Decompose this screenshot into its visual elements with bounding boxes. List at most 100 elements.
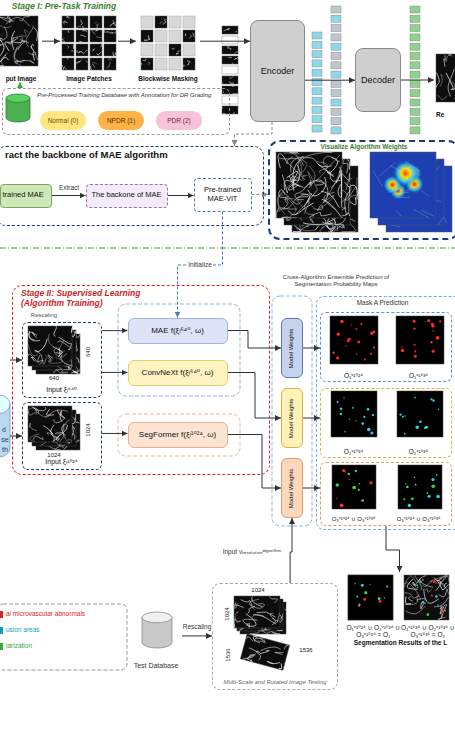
illustration-ellipse	[142, 612, 172, 623]
illustration-circle	[404, 433, 406, 435]
connector-arrow	[200, 41, 250, 42]
illustration-path	[59, 444, 65, 445]
illustration-circle	[386, 585, 388, 587]
retina-image	[141, 58, 153, 70]
illustration-circle	[406, 486, 408, 488]
illustration-path	[235, 619, 238, 628]
illustration-path	[223, 91, 224, 93]
illustration-path	[33, 407, 39, 414]
mask-image	[398, 465, 442, 509]
illustration-rect	[104, 44, 116, 56]
illustration-circle	[378, 597, 381, 600]
illustration-circle	[355, 328, 357, 330]
retina-image	[104, 58, 116, 70]
illustration-rect	[222, 96, 238, 104]
illustration-path	[92, 64, 94, 68]
illustration-path	[345, 192, 350, 215]
masked-patch	[155, 58, 167, 70]
illustration-rect	[312, 88, 322, 95]
illustration-path	[295, 176, 305, 181]
illustration-rect	[62, 16, 74, 28]
legend-swatch	[0, 611, 3, 618]
illustration-path	[185, 34, 187, 36]
masked-patch	[169, 58, 181, 70]
illustration-path	[233, 112, 234, 113]
illustration-path	[346, 173, 349, 190]
illustration-circle	[352, 407, 354, 409]
illustration-path	[408, 597, 412, 602]
retina-image	[222, 26, 238, 34]
retina-image	[90, 16, 102, 28]
illustration-circle	[437, 604, 438, 605]
illustration-path	[106, 66, 109, 69]
mask-image	[330, 316, 378, 364]
database-cylinder	[0, 395, 10, 457]
illustration-circle	[405, 483, 406, 484]
illustration-rect	[76, 44, 88, 56]
text-label: 1024	[85, 423, 92, 436]
legend-swatch	[0, 627, 3, 634]
illustration-path	[267, 659, 280, 665]
illustration-circle	[363, 598, 366, 601]
stage-divider	[0, 247, 455, 248]
legend-text: al microvascular abnormals	[6, 610, 85, 617]
illustration-ellipse	[0, 395, 10, 414]
node-text: Mask A Prediction	[357, 299, 409, 306]
illustration-path	[77, 50, 80, 53]
retina-image	[62, 44, 74, 56]
illustration-rect	[410, 90, 420, 97]
illustration-circle	[431, 594, 433, 596]
illustration-path	[247, 652, 256, 661]
illustration-circle	[352, 486, 356, 490]
illustration-path	[388, 189, 399, 193]
connector-arrow	[102, 330, 128, 331]
illustration-path	[0, 64, 4, 66]
illustration-path	[403, 166, 411, 173]
illustration-rect	[410, 108, 420, 115]
illustration-path	[36, 339, 47, 352]
illustration-circle	[356, 596, 358, 598]
illustration-rect	[183, 58, 195, 70]
illustration-path	[379, 163, 395, 176]
illustration-path	[63, 38, 65, 40]
illustration-path	[288, 203, 313, 215]
illustration-path	[53, 347, 62, 353]
illustration-circle	[431, 323, 434, 326]
illustration-rect	[398, 465, 442, 509]
illustration-path	[454, 92, 455, 99]
illustration-path	[260, 649, 269, 656]
illustration-circle	[399, 414, 401, 416]
node-text: Segmentation Results of the L	[346, 639, 455, 646]
mask-image	[331, 391, 377, 437]
token-column	[312, 32, 322, 132]
illustration-circle	[406, 485, 409, 488]
illustration-path	[93, 49, 95, 52]
illustration-path	[235, 612, 238, 616]
masked-patch	[169, 30, 181, 42]
illustration-rect	[396, 316, 444, 364]
node-text: PDR (2)	[167, 117, 190, 124]
text-label: 1024	[224, 607, 231, 620]
illustration-circle	[364, 359, 366, 361]
node-text: Blockwise Masking	[138, 75, 198, 82]
illustration-path	[449, 55, 452, 57]
illustration-path	[60, 411, 62, 421]
illustration-circle	[414, 397, 416, 399]
illustration-path	[278, 154, 288, 169]
decoder-box: Decoder	[355, 48, 401, 112]
retina-image	[62, 16, 74, 28]
node-text: O₃ᵛ¹⁰²⁴ ∪ O₃ᵛ¹⁵³⁶	[387, 516, 451, 523]
illustration-rect	[331, 43, 341, 50]
illustration-path	[235, 616, 241, 623]
connector-arrow	[118, 41, 136, 42]
node-text: O₃ᵛ¹⁰²⁴ ∪ O₃ᵛ¹⁵³⁶	[322, 516, 386, 523]
grade-circle: PDR (2)	[156, 111, 202, 130]
illustration-rect	[410, 71, 420, 78]
illustration-path	[54, 419, 64, 423]
illustration-path	[440, 583, 449, 594]
illustration-path	[28, 408, 38, 414]
text-label: Cross-Algorithm Ensemble Prediction of S…	[271, 274, 401, 288]
masked-patch	[141, 44, 153, 56]
illustration-path	[72, 50, 74, 52]
illustration-path	[6, 17, 30, 26]
